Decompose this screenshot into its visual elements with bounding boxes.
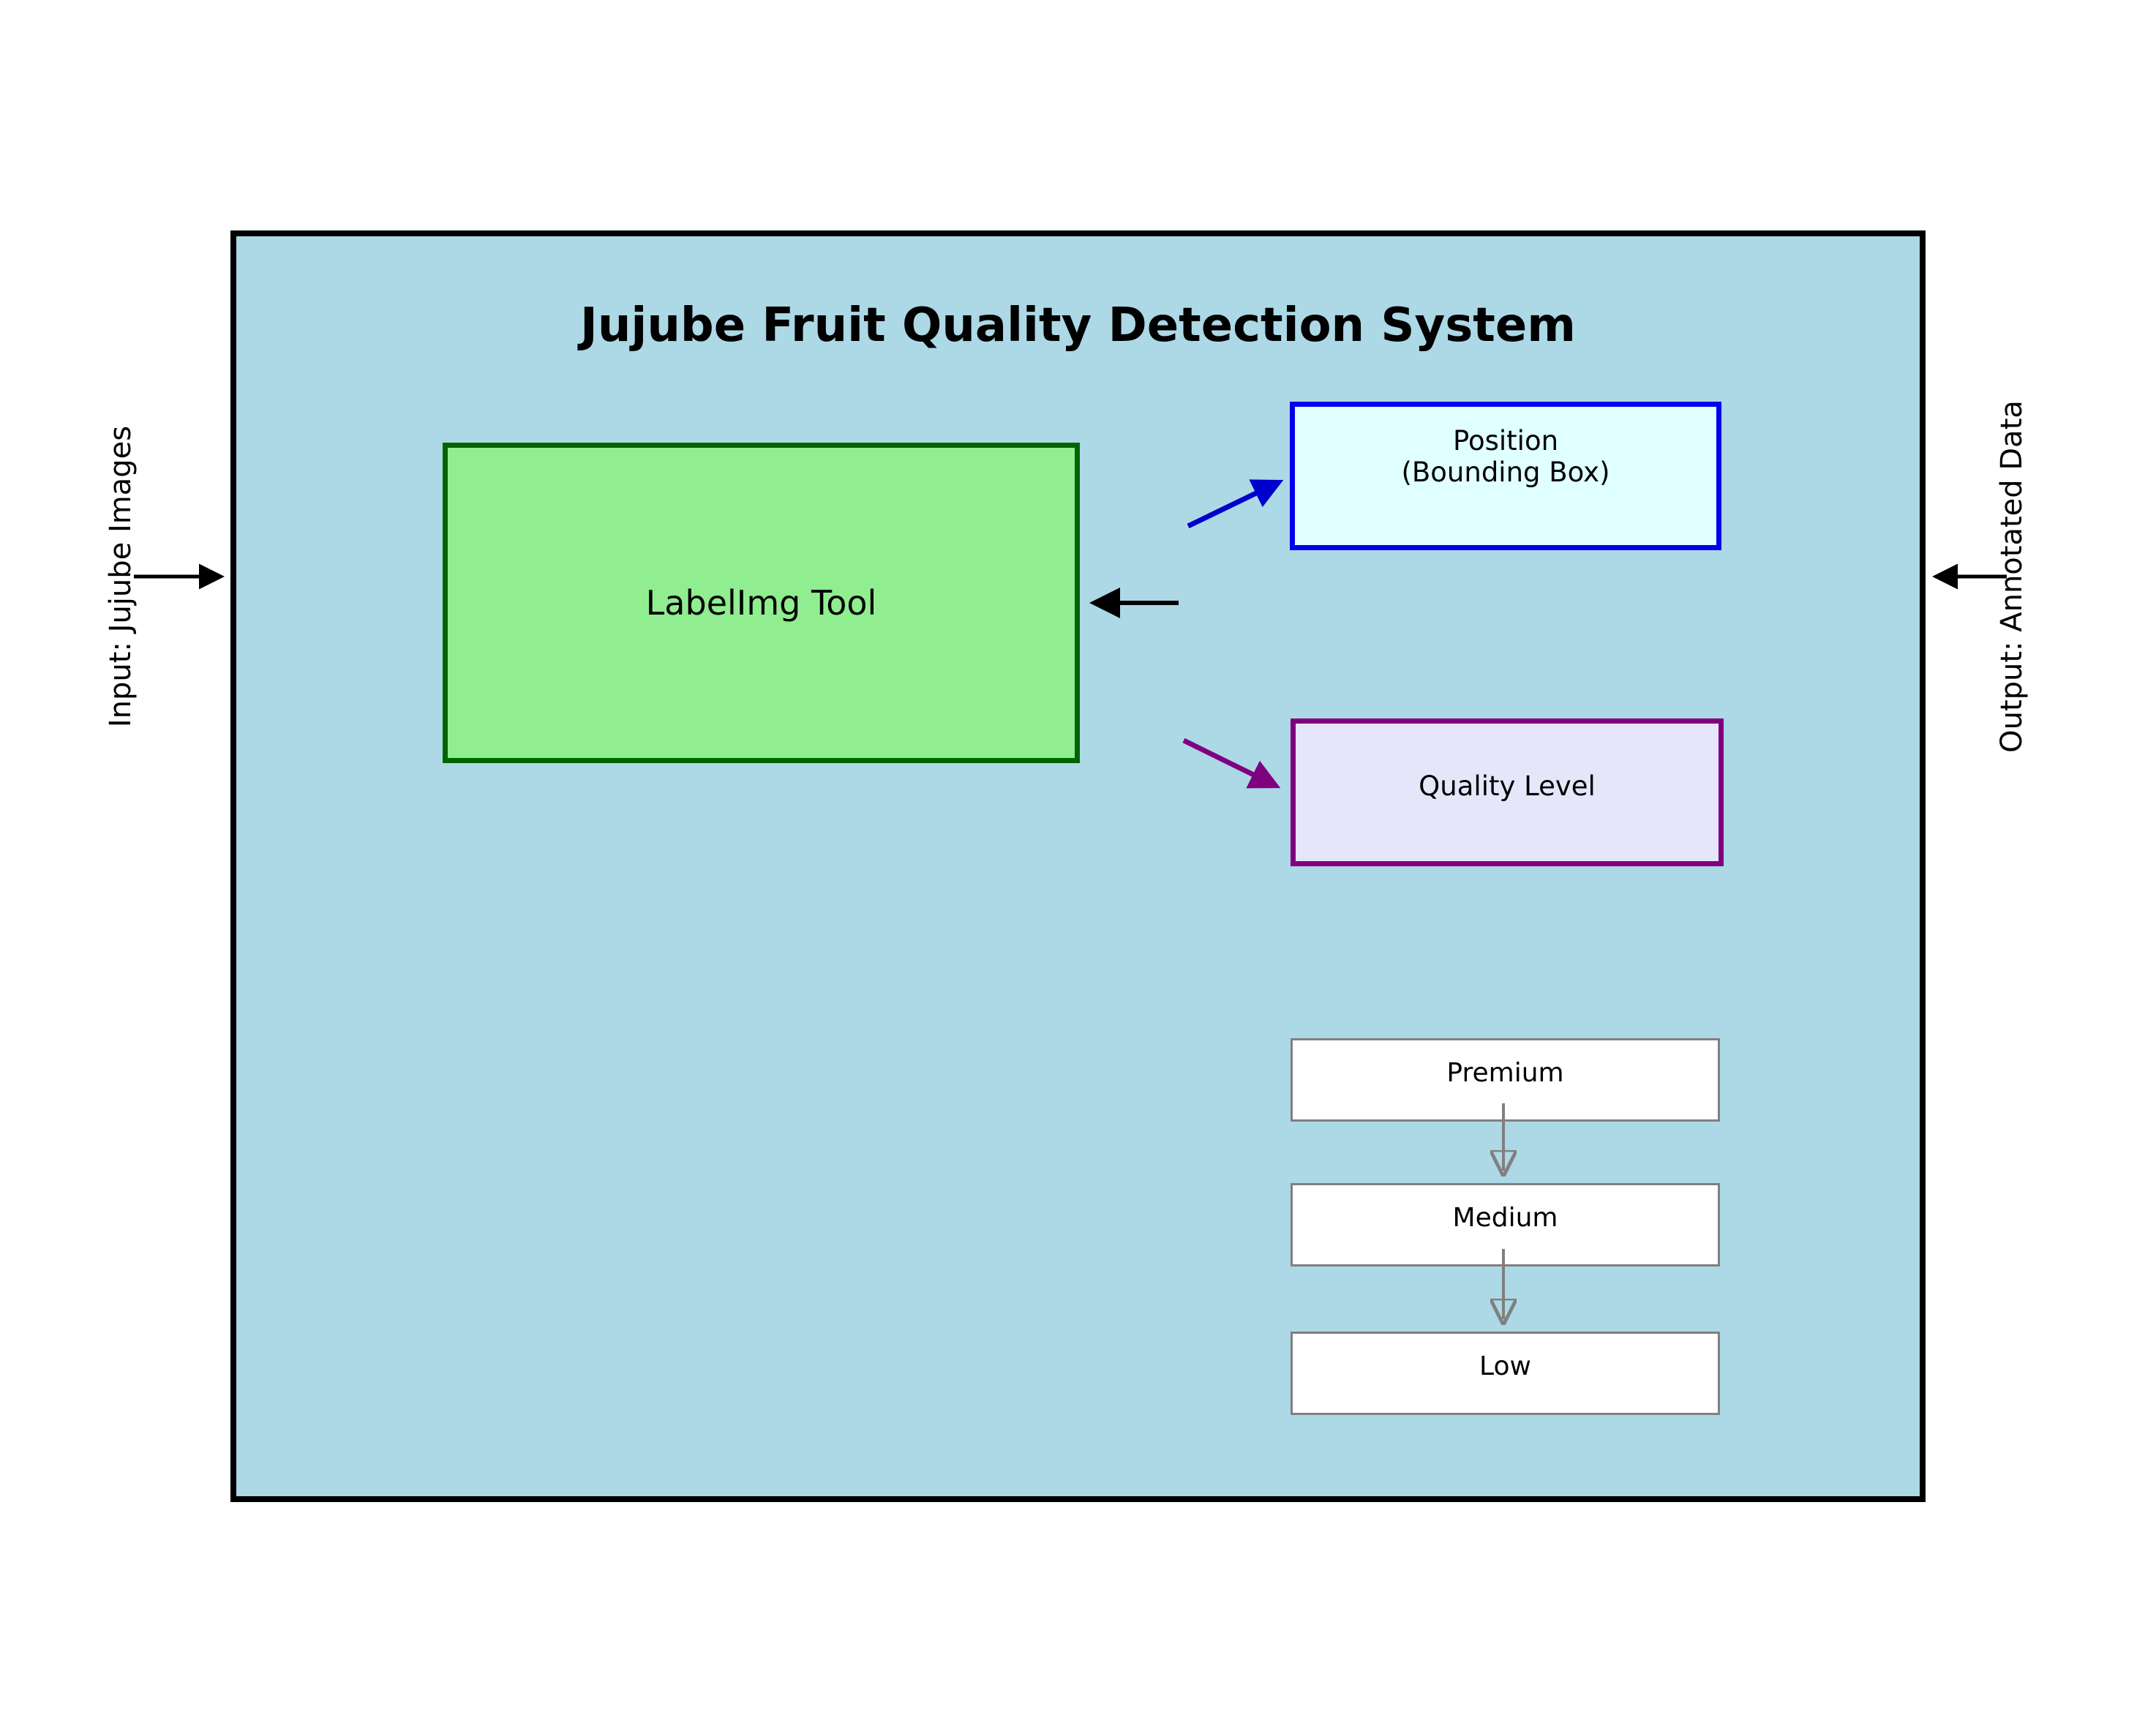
output-side-label: Output: Annotated Data	[1995, 400, 2029, 753]
position-label-line2: (Bounding Box)	[1401, 456, 1610, 488]
level-label-low: Low	[1479, 1351, 1531, 1381]
labelimg-tool-box: LabelImg Tool	[443, 443, 1080, 763]
level-box-premium: Premium	[1291, 1038, 1720, 1122]
level-label-premium: Premium	[1446, 1058, 1564, 1088]
diagram-title: Jujube Fruit Quality Detection System	[580, 299, 1576, 353]
quality-level-box: Quality Level	[1291, 718, 1724, 866]
input-side-label: Input: Jujube Images	[104, 425, 138, 728]
level-box-low: Low	[1291, 1332, 1720, 1415]
position-label-line1: Position	[1452, 425, 1559, 457]
level-box-medium: Medium	[1291, 1183, 1720, 1266]
labelimg-tool-label: LabelImg Tool	[645, 583, 877, 623]
quality-level-label: Quality Level	[1419, 770, 1596, 802]
level-label-medium: Medium	[1452, 1203, 1558, 1233]
position-bounding-box: Position (Bounding Box)	[1290, 402, 1721, 550]
